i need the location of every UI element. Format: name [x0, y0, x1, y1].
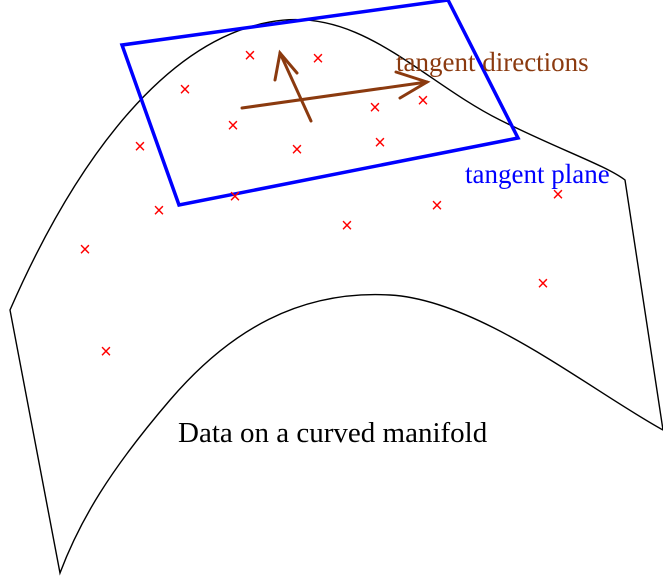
tangent-plane-label: tangent plane — [465, 159, 610, 189]
data-point: × — [79, 239, 91, 261]
data-point: × — [431, 195, 443, 217]
tangent-plane — [119, 0, 521, 208]
data-point: × — [227, 115, 239, 137]
data-point: × — [374, 132, 386, 154]
data-point: × — [100, 341, 112, 363]
data-point: × — [341, 215, 353, 237]
tangent-directions-label: tangent directions — [396, 47, 589, 77]
data-point: × — [552, 184, 564, 206]
manifold-outline — [9, 18, 663, 576]
data-point: × — [291, 139, 303, 161]
data-point: × — [417, 90, 429, 112]
tangent-arrow-vertical — [278, 51, 313, 123]
data-point: × — [229, 186, 241, 208]
tangent-direction-arrows — [240, 49, 431, 123]
tangent-arrow-vertical-head — [273, 49, 299, 82]
data-point: × — [537, 273, 549, 295]
data-point: × — [134, 136, 146, 158]
data-points: × × × × × × × × × × × × × × × × × — [79, 45, 564, 363]
data-point: × — [179, 79, 191, 101]
data-point: × — [312, 48, 324, 70]
tangent-arrow-horizontal-head — [394, 70, 431, 100]
data-point: × — [153, 200, 165, 222]
data-point: × — [244, 45, 256, 67]
tangent-arrow-horizontal — [240, 80, 429, 110]
data-point: × — [369, 97, 381, 119]
diagram-caption: Data on a curved manifold — [178, 417, 488, 449]
